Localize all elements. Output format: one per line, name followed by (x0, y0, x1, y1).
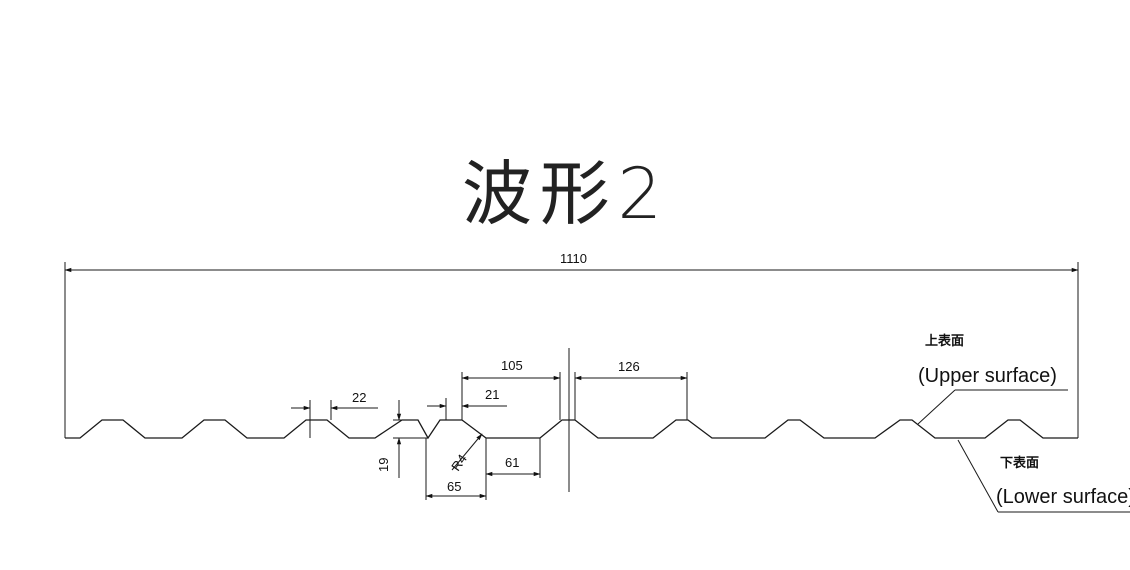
dim-19-label: 19 (376, 458, 391, 472)
crest-width-dimension-22: 22 (291, 390, 378, 438)
crest-width-dimension-21: 21 (427, 372, 507, 420)
lower-surface-callout: 下表面 (Lower surface) (957, 439, 1130, 513)
upper-surface-callout: 上表面 (Upper surface) (917, 333, 1068, 425)
dim-65-label: 65 (447, 479, 461, 494)
upper-surface-label-cn: 上表面 (925, 333, 964, 349)
overall-width-dimension: 1110 (64, 251, 1079, 438)
dim-105-label: 105 (501, 358, 523, 373)
lower-surface-label-en: (Lower surface) (996, 486, 1130, 508)
dim-22-label: 22 (352, 390, 366, 405)
radius-dimension-r4: R4 (448, 433, 483, 474)
valley-width-dimension-61: 61 (485, 438, 541, 478)
dim-126-label: 126 (618, 359, 640, 374)
upper-surface-label-en: (Upper surface) (918, 365, 1057, 387)
drawing-title: 波形2 (462, 153, 662, 235)
dim-21-label: 21 (485, 387, 499, 402)
overall-width-label: 1110 (560, 251, 587, 266)
bottom-span-dimension-65: 65 (425, 438, 487, 500)
pitch-dimension-105: 105 (461, 358, 561, 420)
pitch-dimension-126: 126 (574, 359, 688, 420)
radius-label: R4 (448, 451, 470, 473)
corrugated-profile (65, 419, 1078, 440)
dim-61-label: 61 (505, 455, 519, 470)
lower-surface-label-cn: 下表面 (1000, 455, 1039, 471)
rib-height-dimension-19: 19 (376, 400, 428, 478)
